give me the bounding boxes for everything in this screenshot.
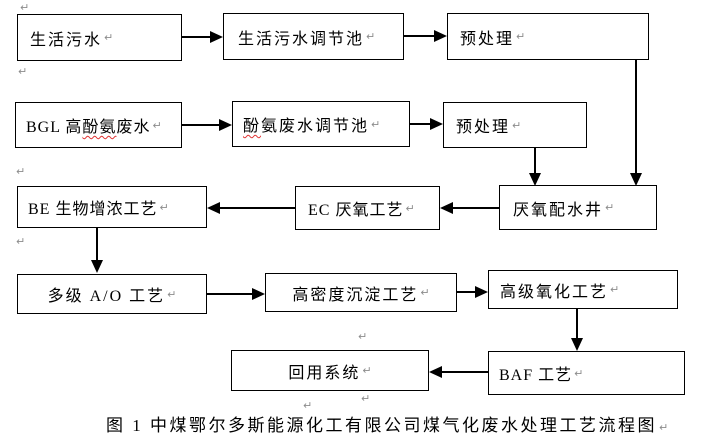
node-domestic-sewage: 生活污水↵ xyxy=(17,14,182,61)
node-pretreatment-2: 预处理↵ xyxy=(443,102,587,148)
node-anaerobic-distribution-well: 厌氧配水井↵ xyxy=(499,185,657,230)
arrowhead-right-icon xyxy=(252,288,265,300)
node-be-bioconcentration: BE 生物增浓工艺↵ xyxy=(17,186,207,228)
return-mark: ↵ xyxy=(516,30,526,43)
node-baf-process: BAF 工艺↵ xyxy=(488,351,685,395)
return-mark: ↵ xyxy=(159,200,169,214)
arrowhead-down-icon xyxy=(529,173,541,186)
arrowhead-down-icon xyxy=(571,338,583,351)
return-mark: ↵ xyxy=(371,117,381,131)
return-mark: ↵ xyxy=(152,118,162,132)
paragraph-mark: ↵ xyxy=(16,235,26,248)
return-mark: ↵ xyxy=(167,287,177,301)
arrow-shaft xyxy=(452,207,499,209)
node-label: BE 生物增浓工艺 xyxy=(28,201,158,218)
arrow-shaft xyxy=(457,291,476,293)
arrow-shaft xyxy=(404,35,435,37)
node-label: 高密度沉淀工艺 xyxy=(292,286,419,304)
paragraph-mark: ↵ xyxy=(18,65,28,78)
node-label-suffix: 氨废水调节池 xyxy=(261,118,370,135)
return-mark: ↵ xyxy=(659,421,669,434)
node-label-prefix: BGL 高 xyxy=(26,119,83,136)
node-label: 预处理 xyxy=(456,119,511,136)
arrow-shaft xyxy=(207,293,253,295)
node-label: 多级 A/O 工艺 xyxy=(47,288,166,305)
node-label: 回用系统 xyxy=(288,364,361,382)
return-mark: ↵ xyxy=(362,364,372,377)
arrow-shaft xyxy=(534,148,536,174)
arrowhead-right-icon xyxy=(219,119,232,131)
node-reuse-system: 回用系统↵ xyxy=(231,350,429,391)
figure-caption: 图 1 中煤鄂尔多斯能源化工有限公司煤气化废水处理工艺流程图↵ xyxy=(106,411,668,436)
paragraph-mark: ↵ xyxy=(16,165,26,178)
arrow-shaft xyxy=(219,207,295,209)
return-mark: ↵ xyxy=(605,201,615,214)
arrowhead-right-icon xyxy=(475,286,488,298)
arrow-shaft xyxy=(182,124,220,126)
return-mark: ↵ xyxy=(574,366,584,380)
return-mark: ↵ xyxy=(420,286,430,299)
arrow-shaft xyxy=(182,36,211,38)
return-mark: ↵ xyxy=(366,30,376,43)
node-label: EC 厌氧工艺 xyxy=(308,202,404,219)
node-domestic-regulating-tank: 生活污水调节池↵ xyxy=(223,13,404,60)
arrowhead-right-icon xyxy=(434,30,447,42)
arrow-shaft xyxy=(441,371,488,373)
return-mark: ↵ xyxy=(405,201,415,215)
arrowhead-down-icon xyxy=(91,260,103,273)
node-label-spellcheck: 酚 xyxy=(243,118,262,135)
return-mark: ↵ xyxy=(104,31,114,44)
arrowhead-left-icon xyxy=(429,366,442,378)
paragraph-mark: ↵ xyxy=(303,399,313,412)
node-label: 生活污水调节池 xyxy=(238,30,365,48)
node-phenol-ammonia-regulating-tank: 酚氨废水调节池↵ xyxy=(232,101,410,147)
arrow-shaft xyxy=(576,309,578,339)
node-ec-anaerobic: EC 厌氧工艺↵ xyxy=(295,186,440,230)
node-bgl-phenol-ammonia-wastewater: BGL 高酚氨废水↵ xyxy=(15,102,182,148)
node-label: 生活污水 xyxy=(30,31,103,49)
node-label: BAF 工艺 xyxy=(499,367,573,384)
node-label: 高级氧化工艺 xyxy=(500,283,609,301)
arrow-shaft xyxy=(410,123,431,125)
node-pretreatment-1: 预处理↵ xyxy=(447,13,649,60)
node-high-density-sedimentation: 高密度沉淀工艺↵ xyxy=(265,273,457,312)
arrowhead-left-icon xyxy=(207,202,220,214)
node-label: 厌氧配水井 xyxy=(513,201,604,219)
arrowhead-left-icon xyxy=(440,202,453,214)
return-mark: ↵ xyxy=(610,283,620,296)
arrowhead-down-icon xyxy=(630,173,642,186)
paragraph-mark: ↵ xyxy=(358,330,368,343)
paragraph-mark: ↵ xyxy=(361,392,371,405)
node-multistage-ao: 多级 A/O 工艺↵ xyxy=(17,274,207,314)
arrow-shaft xyxy=(96,228,98,261)
node-label-spellcheck: 酚氨 xyxy=(82,119,117,136)
paragraph-mark: ↵ xyxy=(20,1,30,14)
arrow-shaft xyxy=(635,60,637,174)
figure-caption-text: 图 1 中煤鄂尔多斯能源化工有限公司煤气化废水处理工艺流程图 xyxy=(106,416,657,435)
return-mark: ↵ xyxy=(512,118,522,132)
arrowhead-right-icon xyxy=(430,118,443,130)
node-advanced-oxidation: 高级氧化工艺↵ xyxy=(488,270,678,309)
arrowhead-right-icon xyxy=(210,31,223,43)
node-label-suffix: 废水 xyxy=(116,119,151,136)
node-label: 预处理 xyxy=(460,30,515,48)
